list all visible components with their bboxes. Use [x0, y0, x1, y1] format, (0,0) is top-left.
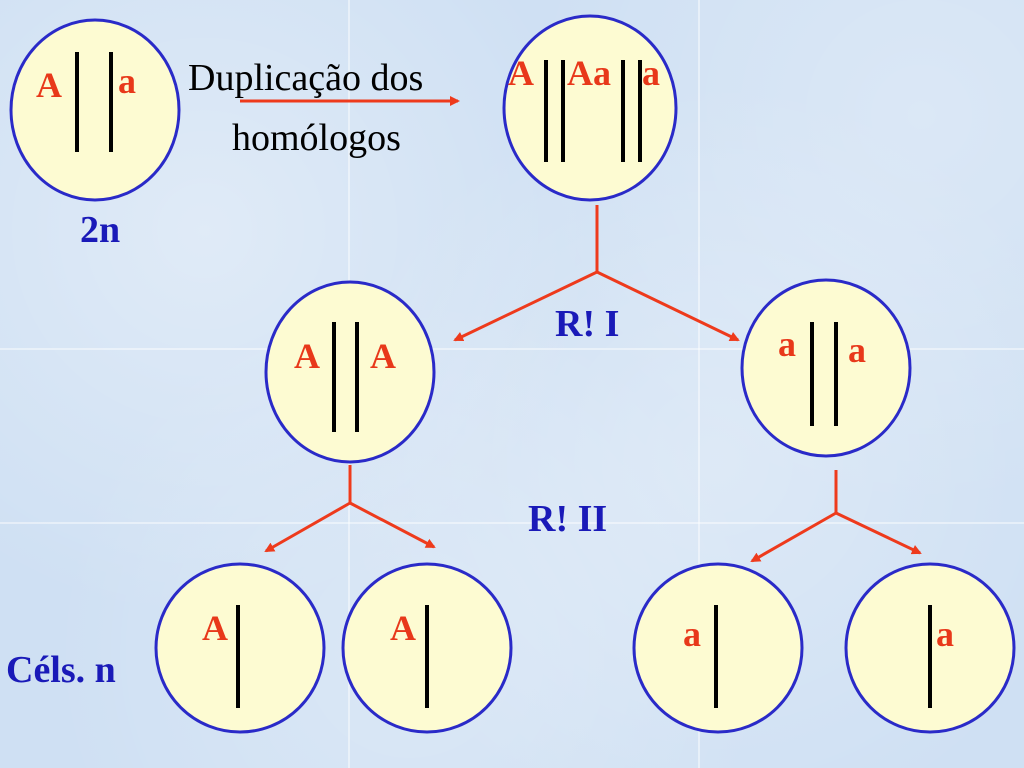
arrow-r1-right — [596, 270, 740, 342]
arrow-r1-left — [453, 270, 598, 342]
allele-label: A — [202, 608, 228, 648]
meiosis-2-branch-left — [264, 465, 436, 553]
allele-label: A — [390, 608, 416, 648]
allele-label: A — [370, 336, 396, 376]
background-grid-line — [0, 348, 1024, 350]
allele-label: a — [683, 614, 701, 654]
parent-cell: A a — [9, 18, 181, 202]
gamete-cell-2: A — [341, 562, 513, 734]
background-grid-line — [0, 522, 1024, 524]
allele-label: a — [642, 53, 660, 93]
meiosis-1-label: R! I — [555, 303, 619, 345]
allele-label: A — [508, 53, 534, 93]
allele-label: a — [118, 61, 136, 101]
meiosis-2-branch-right — [750, 470, 922, 563]
allele-label: a — [848, 330, 866, 370]
r1-cell-right: a a — [740, 278, 912, 458]
allele-label: A — [294, 336, 320, 376]
meiosis-2-label: R! II — [528, 498, 607, 540]
allele-label: Aa — [567, 53, 611, 93]
duplicated-cell: A Aa a — [502, 14, 678, 202]
gamete-cell-3: a — [632, 562, 804, 734]
duplication-label-line1: Duplicação dos — [188, 57, 423, 99]
allele-label: a — [778, 324, 796, 364]
duplication-label-line2: homólogos — [232, 117, 401, 159]
background-grid-line — [698, 0, 700, 768]
gamete-cell-1: A — [154, 562, 326, 734]
meiosis-1-branch — [453, 205, 740, 342]
allele-label: A — [36, 65, 62, 105]
r1-cell-left: A A — [264, 280, 436, 464]
allele-label: a — [936, 614, 954, 654]
ploidy-2n-label: 2n — [80, 209, 120, 251]
cells-n-label: Céls. n — [6, 649, 116, 691]
gamete-cell-4: a — [844, 562, 1016, 734]
